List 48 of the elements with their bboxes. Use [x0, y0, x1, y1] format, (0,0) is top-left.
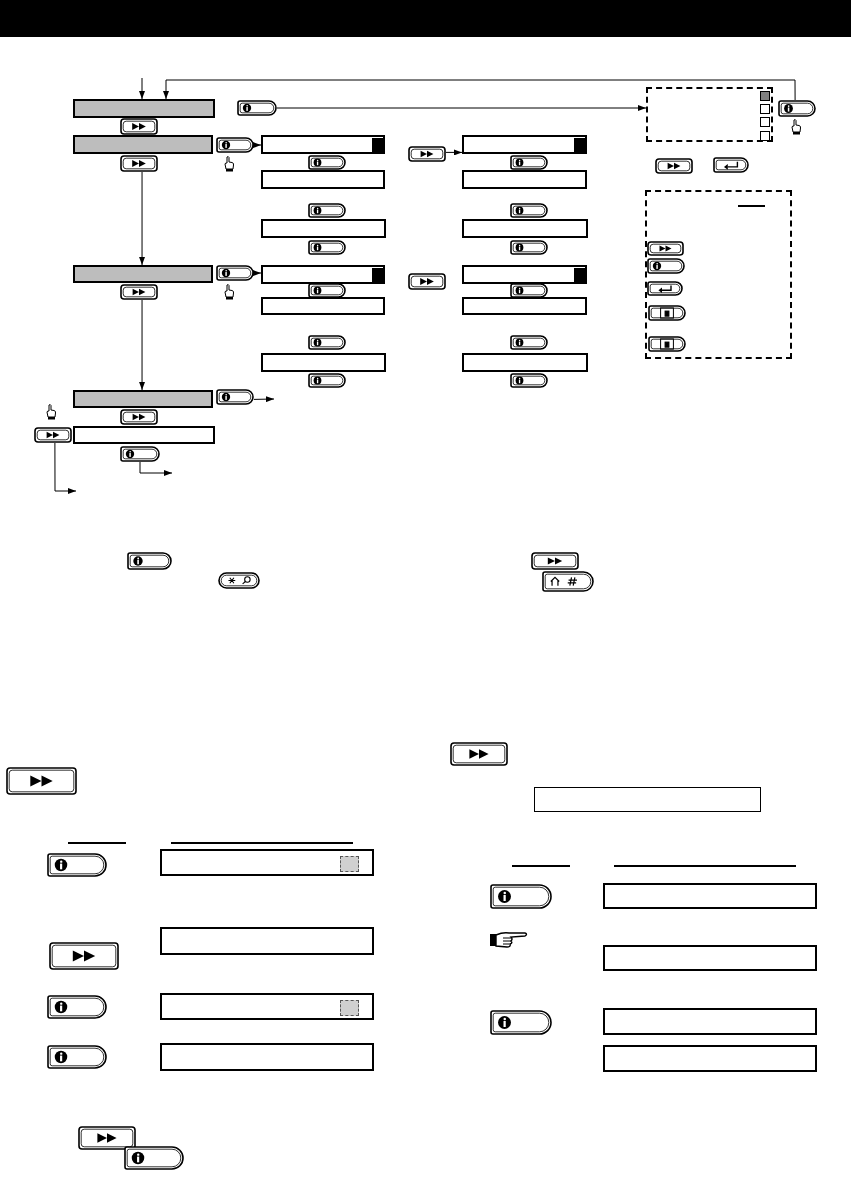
- display-box: [160, 993, 374, 1020]
- display-box: [603, 945, 817, 971]
- display-box: [261, 353, 386, 372]
- display-box: [261, 170, 385, 189]
- display-box: [261, 219, 386, 238]
- display-box: [462, 265, 587, 284]
- highlighted-display-bar: [73, 265, 213, 283]
- arrow: [139, 77, 145, 100]
- display-box: [534, 787, 761, 812]
- display-box: [603, 1045, 817, 1072]
- display-box: [462, 219, 588, 238]
- forward-key: [120, 284, 158, 300]
- display-box: [462, 135, 587, 154]
- arrow: [276, 105, 647, 111]
- forward-key: [408, 146, 446, 162]
- display-box: [603, 883, 817, 909]
- info-key: [216, 389, 254, 405]
- display-box: [603, 1008, 817, 1035]
- arrow: [139, 461, 173, 476]
- display-box: [261, 135, 385, 154]
- info-key: [120, 446, 160, 462]
- arrow: [163, 79, 796, 101]
- arrow: [253, 270, 262, 276]
- arrow: [139, 171, 146, 266]
- info-key: [216, 265, 254, 281]
- display-box: [261, 297, 385, 315]
- display-box: [261, 265, 385, 284]
- dashed-option-panel: [646, 87, 773, 142]
- highlighted-display-bar: [73, 99, 215, 118]
- display-box: [160, 849, 374, 876]
- arrow: [139, 299, 146, 391]
- display-box: [73, 426, 215, 444]
- display-box: [160, 927, 374, 955]
- arrow: [54, 442, 77, 494]
- info-key: [237, 100, 277, 116]
- arrow: [253, 396, 275, 403]
- arrow: [445, 149, 463, 156]
- forward-key: [120, 155, 158, 172]
- display-box: [462, 353, 588, 372]
- highlighted-display-bar: [73, 390, 213, 408]
- info-key: [778, 100, 816, 117]
- display-box: [462, 297, 587, 315]
- forward-key: [34, 427, 72, 443]
- arrow: [253, 142, 262, 148]
- display-box: [160, 1043, 374, 1071]
- highlighted-display-bar: [73, 135, 213, 154]
- info-key: [216, 137, 254, 153]
- display-box: [462, 170, 587, 189]
